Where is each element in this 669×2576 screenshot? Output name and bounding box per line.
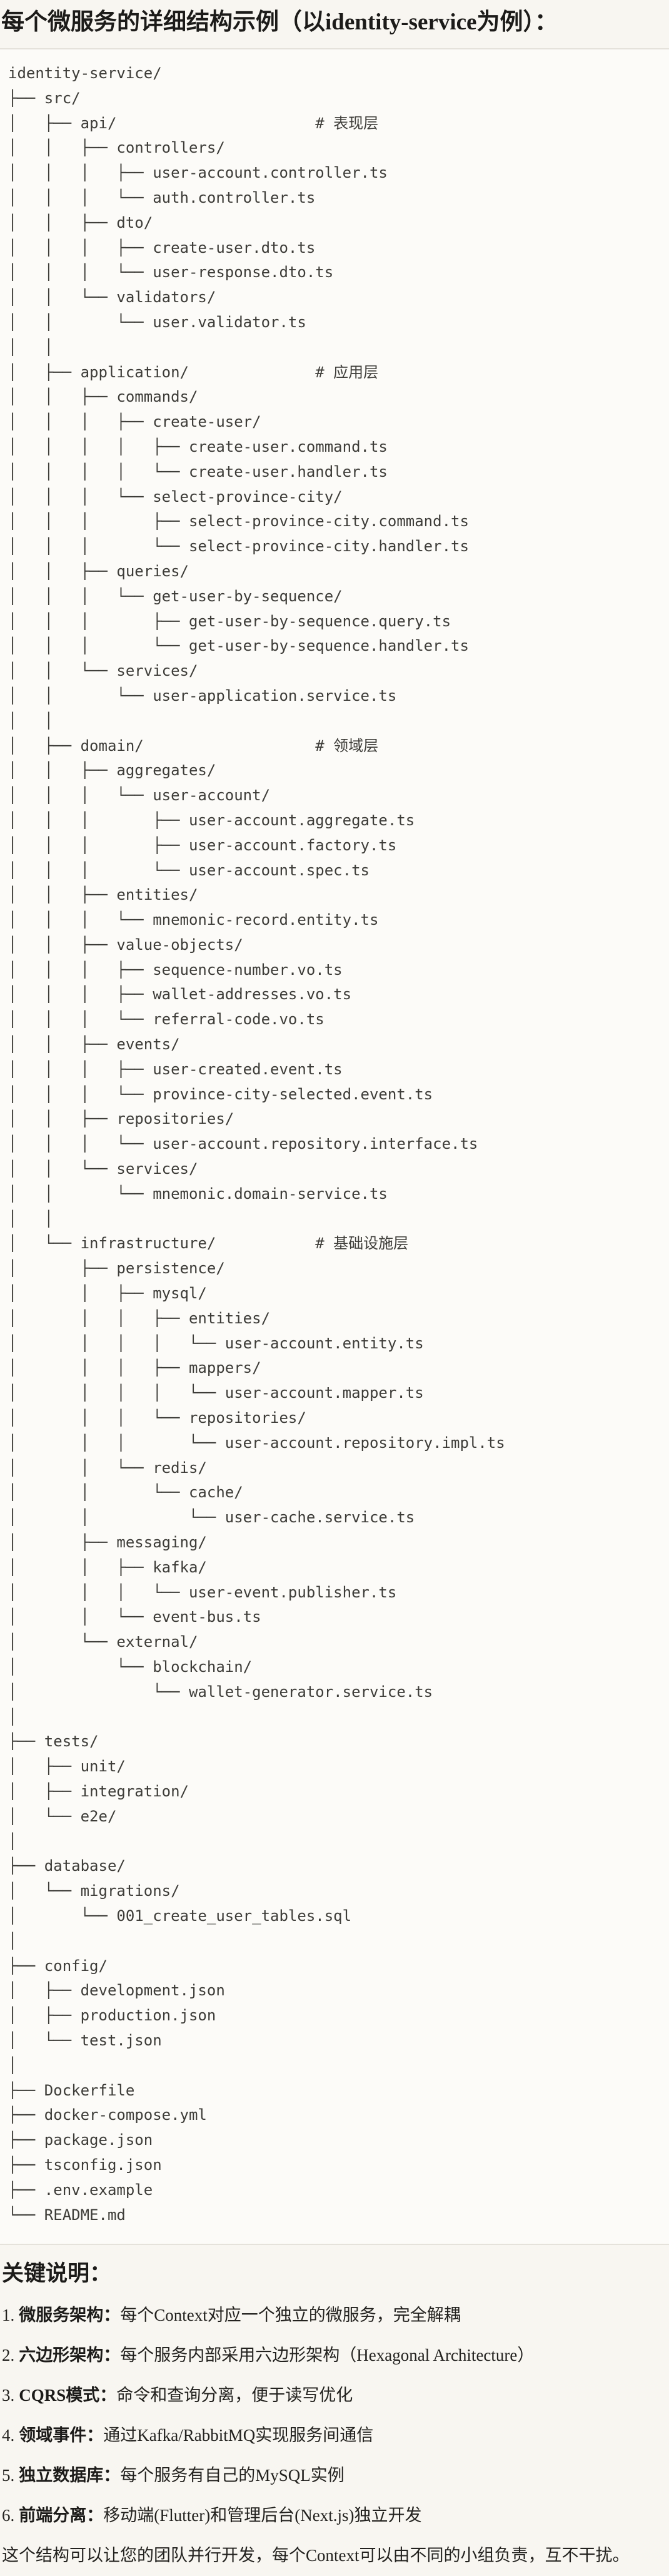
- note-label: 独立数据库：: [19, 2466, 121, 2485]
- note-item-5: 5.独立数据库：每个服务有自己的MySQL实例: [2, 2463, 664, 2487]
- note-label: 领域事件：: [19, 2426, 104, 2445]
- note-item-4: 4.领域事件：通过Kafka/RabbitMQ实现服务间通信: [2, 2423, 664, 2447]
- note-number: 5.: [2, 2466, 15, 2485]
- note-number: 6.: [2, 2506, 15, 2525]
- note-text: 每个服务内部采用六边形架构（Hexagonal Architecture）: [120, 2346, 535, 2365]
- directory-tree: identity-service/ ├── src/ │ ├── api/ # …: [8, 64, 505, 2224]
- note-label: 六边形架构：: [19, 2346, 121, 2365]
- code-block: identity-service/ ├── src/ │ ├── api/ # …: [0, 48, 669, 2246]
- notes-list: 1.微服务架构：每个Context对应一个独立的微服务，完全解耦 2.六边形架构…: [2, 2303, 664, 2527]
- note-item-2: 2.六边形架构：每个服务内部采用六边形架构（Hexagonal Architec…: [2, 2343, 664, 2367]
- note-text: 每个Context对应一个独立的微服务，完全解耦: [120, 2306, 461, 2325]
- note-number: 2.: [2, 2346, 15, 2365]
- closing-paragraph: 这个结构可以让您的团队并行开发，每个Context可以由不同的小组负责，互不干扰…: [2, 2546, 630, 2565]
- note-number: 1.: [2, 2306, 15, 2325]
- note-text: 通过Kafka/RabbitMQ实现服务间通信: [103, 2426, 374, 2445]
- note-text: 每个服务有自己的MySQL实例: [120, 2466, 345, 2485]
- page-title: 每个微服务的详细结构示例（以identity-service为例）：: [1, 9, 558, 35]
- note-text: 命令和查询分离，便于读写优化: [116, 2386, 353, 2405]
- notes-section: 关键说明： 1.微服务架构：每个Context对应一个独立的微服务，完全解耦 2…: [0, 2245, 669, 2576]
- note-number: 4.: [2, 2426, 15, 2445]
- note-item-3: 3.CQRS模式：命令和查询分离，便于读写优化: [2, 2383, 664, 2407]
- note-label: CQRS模式：: [19, 2386, 117, 2405]
- note-number: 3.: [2, 2386, 15, 2405]
- note-item-1: 1.微服务架构：每个Context对应一个独立的微服务，完全解耦: [2, 2303, 664, 2327]
- notes-heading: 关键说明：: [2, 2261, 112, 2286]
- note-text: 移动端(Flutter)和管理后台(Next.js)独立开发: [103, 2506, 422, 2525]
- note-label: 微服务架构：: [19, 2306, 121, 2325]
- note-item-6: 6.前端分离：移动端(Flutter)和管理后台(Next.js)独立开发: [2, 2503, 664, 2527]
- note-label: 前端分离：: [19, 2506, 104, 2525]
